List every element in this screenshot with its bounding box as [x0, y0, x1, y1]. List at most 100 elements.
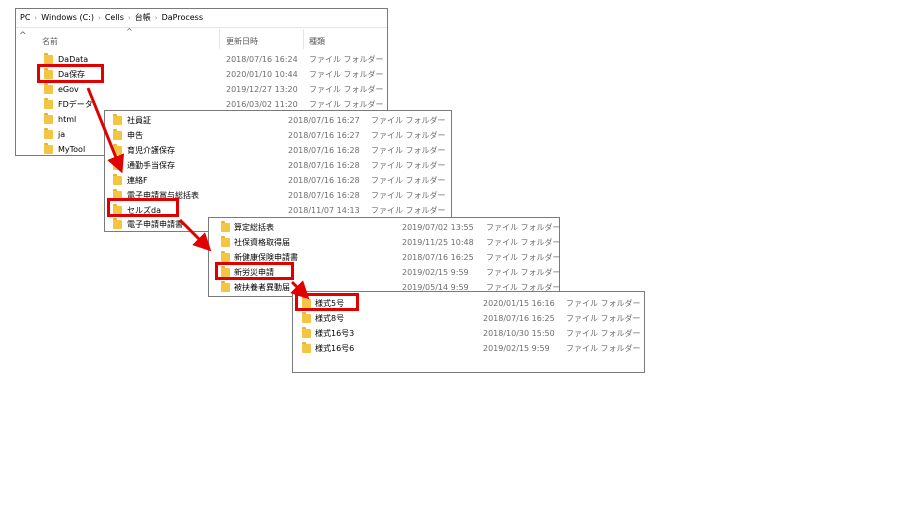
breadcrumb-item[interactable]: DaProcess [161, 13, 203, 22]
folder-type: ファイル フォルダー [371, 176, 446, 185]
folder-type: ファイル フォルダー [309, 100, 384, 109]
folder-icon [44, 53, 53, 64]
scroll-up-icon[interactable]: ^ [19, 31, 27, 41]
folder-type: ファイル フォルダー [486, 268, 561, 277]
folder-icon [302, 342, 311, 353]
list-item[interactable]: eGov 2019/12/27 13:20 ファイル フォルダー [16, 82, 387, 97]
folder-icon [302, 327, 311, 338]
folder-name: Da保存 [58, 70, 86, 79]
folder-name: DaData [58, 55, 89, 64]
list-item[interactable]: DaData 2018/07/16 16:24 ファイル フォルダー [16, 52, 387, 67]
folder-name: 電子申請賞与総括表 [127, 191, 199, 200]
column-header-type[interactable]: 種類 [309, 37, 325, 46]
folder-type: ファイル フォルダー [566, 329, 641, 338]
folder-icon [44, 113, 53, 124]
folder-type: ファイル フォルダー [309, 85, 384, 94]
folder-type: ファイル フォルダー [371, 146, 446, 155]
chevron-right-icon: › [154, 14, 158, 22]
folder-icon [221, 281, 230, 292]
folder-type: ファイル フォルダー [371, 116, 446, 125]
folder-type: ファイル フォルダー [486, 283, 561, 292]
column-header-date[interactable]: 更新日時 [226, 37, 258, 46]
folder-name: 被扶養者異動届 [234, 283, 290, 292]
folder-date: 2020/01/15 16:16 [483, 299, 555, 308]
folder-date: 2019/02/15 9:59 [483, 344, 550, 353]
sort-chevron-icon: ^ [126, 27, 133, 36]
list-item[interactable]: 算定総括表 2019/07/02 13:55 ファイル フォルダー [209, 220, 561, 235]
folder-icon [221, 251, 230, 262]
folder-type: ファイル フォルダー [566, 314, 641, 323]
folder-name: ja [58, 130, 66, 139]
folder-icon [113, 218, 122, 229]
folder-type: ファイル フォルダー [371, 206, 446, 215]
highlight-box [295, 293, 359, 311]
column-header-name[interactable]: 名前 [42, 37, 58, 46]
folder-name: 様式5号 [315, 299, 345, 308]
folder-icon [44, 68, 53, 79]
folder-icon [44, 128, 53, 139]
folder-name: 様式16号3 [315, 329, 355, 338]
folder-icon [221, 221, 230, 232]
folder-name: 算定総括表 [234, 223, 274, 232]
folder-date: 2018/07/16 16:27 [288, 116, 360, 125]
folder-name: eGov [58, 85, 79, 94]
folder-name: 通勤手当保存 [127, 161, 175, 170]
list-item[interactable]: 通勤手当保存 2018/07/16 16:28 ファイル フォルダー [105, 158, 451, 173]
breadcrumb: PC›Windows (C:)›Cells›台帳›DaProcess [20, 9, 203, 27]
folder-date: 2018/07/16 16:28 [288, 146, 360, 155]
folder-icon [44, 98, 53, 109]
folder-type: ファイル フォルダー [486, 253, 561, 262]
breadcrumb-item[interactable]: Cells [104, 13, 124, 22]
folder-type: ファイル フォルダー [486, 238, 561, 247]
folder-icon [113, 204, 122, 215]
folder-name: 電子申請申請書 [127, 220, 183, 229]
list-item[interactable]: 被扶養者異動届 2019/05/14 9:59 ファイル フォルダー [209, 280, 561, 295]
folder-icon [113, 189, 122, 200]
folder-icon [221, 236, 230, 247]
chevron-right-icon: › [34, 14, 38, 22]
folder-name: 様式8号 [315, 314, 345, 323]
breadcrumb-item[interactable]: Windows (C:) [41, 13, 95, 22]
folder-type: ファイル フォルダー [309, 55, 384, 64]
folder-type: ファイル フォルダー [371, 191, 446, 200]
breadcrumb-item[interactable]: PC [20, 13, 31, 22]
folder-type: ファイル フォルダー [371, 161, 446, 170]
folder-date: 2018/07/16 16:28 [288, 191, 360, 200]
folder-date: 2016/03/02 11:20 [226, 100, 298, 109]
folder-icon [113, 114, 122, 125]
highlight-box [107, 198, 179, 217]
folder-type: ファイル フォルダー [486, 223, 561, 232]
folder-date: 2019/05/14 9:59 [402, 283, 469, 292]
folder-date: 2018/07/16 16:24 [226, 55, 298, 64]
folder-date: 2020/01/10 10:44 [226, 70, 298, 79]
folder-date: 2019/07/02 13:55 [402, 223, 474, 232]
list-item[interactable]: html [16, 112, 387, 127]
highlight-box [37, 64, 104, 83]
divider [16, 27, 387, 28]
folder-date: 2018/07/16 16:28 [288, 176, 360, 185]
folder-date: 2019/12/27 13:20 [226, 85, 298, 94]
folder-name: 様式16号6 [315, 344, 355, 353]
list-item[interactable]: 電子申請申請書 [105, 217, 451, 232]
column-separator [303, 29, 304, 49]
folder-icon [44, 83, 53, 94]
list-item[interactable]: 電子申請賞与総括表 2018/07/16 16:28 ファイル フォルダー [105, 188, 451, 203]
breadcrumb-item[interactable]: 台帳 [134, 13, 151, 22]
list-item[interactable]: MyTool [16, 142, 387, 157]
list-item[interactable]: ja [16, 127, 387, 142]
folder-date: 2018/07/16 16:28 [288, 161, 360, 170]
